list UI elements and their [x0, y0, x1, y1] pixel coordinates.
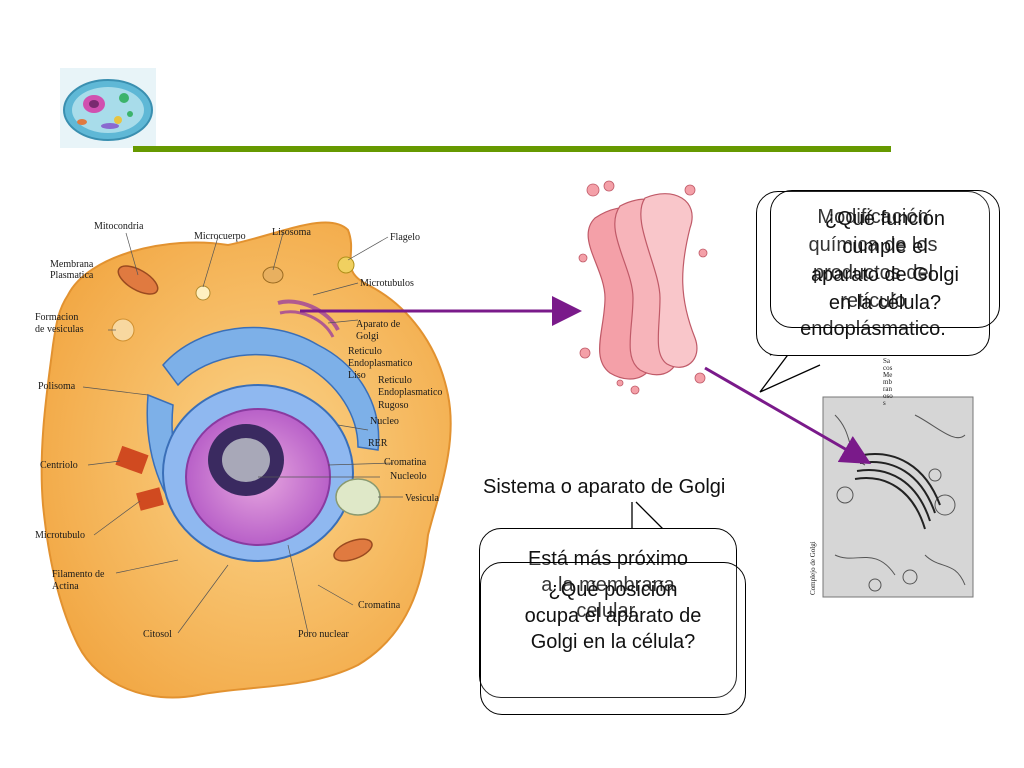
label-reticulo-liso-3: Liso	[348, 370, 366, 381]
label-nucleo: Nucleo	[370, 416, 399, 427]
callout-question-position-text: ¿Qué posición ocupa el aparato de Golgi …	[480, 577, 746, 655]
label-filamento-2: Actina	[52, 581, 79, 592]
callout-question-position	[480, 562, 746, 715]
label-reticulo-liso-1: Reticulo	[348, 346, 382, 357]
callout-answer-position	[479, 528, 737, 698]
answer-position-line: Está más próximo	[527, 548, 689, 570]
micrograph-label-sacos: Sacos Membranosos	[883, 357, 893, 407]
golgi-apparatus-illustration	[578, 180, 708, 395]
animal-cell-diagram	[40, 221, 452, 699]
answer-function-line: química de los	[808, 234, 938, 256]
callout-question-function-text: ¿Qué función cumple el aparato de Golgi …	[770, 205, 1000, 317]
label-formacion-1: Formacion	[35, 312, 79, 323]
answer-function-line: endoplásmatico.	[800, 318, 946, 340]
question-function-line: aparato de Golgi	[811, 264, 959, 286]
label-citosol: Citosol	[143, 629, 172, 640]
label-reticulo-liso-2: Endoplasmatico	[348, 358, 413, 369]
answer-function-line: retículo	[840, 290, 906, 312]
label-mitocondria: Mitocondria	[94, 221, 144, 232]
cell-logo-icon	[60, 68, 156, 148]
label-microtubulo: Microtubulo	[35, 530, 85, 541]
question-function-line: ¿Qué función	[824, 208, 946, 230]
label-membrana-2: Plasmatica	[50, 270, 94, 281]
label-nucleolo: Nucleolo	[390, 471, 427, 482]
label-reticulo-rugoso-1: Reticulo	[378, 375, 412, 386]
callout-question-function	[770, 190, 1000, 328]
label-membrana-1: Membrana	[50, 259, 94, 270]
question-position-line: ocupa el aparato de	[524, 605, 702, 627]
answer-position-line: a la membrana	[541, 574, 675, 596]
label-filamento-1: Filamento de	[52, 569, 105, 580]
answer-position-line: celular.	[576, 600, 640, 622]
golgi-caption: Sistema o aparato de Golgi	[483, 476, 726, 498]
question-function-line: en la célula?	[828, 292, 942, 314]
label-microcuerpo: Microcuerpo	[194, 231, 246, 242]
label-reticulo-rugoso-3: Rugoso	[378, 400, 409, 411]
question-position-line: ¿Qué posición	[548, 579, 678, 601]
label-rer: RER	[368, 438, 388, 449]
label-aparato-1: Aparato de	[356, 319, 401, 330]
header-rule	[133, 146, 891, 152]
question-position-line: Golgi en la célula?	[530, 631, 696, 653]
callout-answer-function-text: Modificación química de los productos de…	[756, 203, 990, 343]
label-lisosoma: Lisosoma	[272, 227, 311, 238]
callout-answer-function	[756, 191, 990, 356]
label-centriolo: Centriolo	[40, 460, 78, 471]
label-cromatina-2: Cromatina	[358, 600, 401, 611]
question-function-line: cumple el	[842, 236, 928, 258]
answer-function-line: productos del	[812, 262, 934, 284]
label-reticulo-rugoso-2: Endoplasmatico	[378, 387, 443, 398]
label-cromatina-1: Cromatina	[384, 457, 427, 468]
label-poro-nuclear: Poro nuclear	[298, 629, 349, 640]
label-formacion-2: de vesiculas	[35, 324, 84, 335]
golgi-micrograph	[822, 396, 974, 598]
label-flagelo: Flagelo	[390, 232, 420, 243]
micrograph-label-complejo: Complejo de Golgi	[809, 541, 817, 595]
label-vesicula: Vesicula	[405, 493, 439, 504]
callout-answer-position-text: Está más próximo a la membrana celular.	[479, 546, 737, 624]
label-aparato-2: Golgi	[356, 331, 379, 342]
answer-function-line: Modificación	[817, 206, 929, 228]
label-microtubulos: Microtubulos	[360, 278, 414, 289]
label-polisoma: Polisoma	[38, 381, 76, 392]
